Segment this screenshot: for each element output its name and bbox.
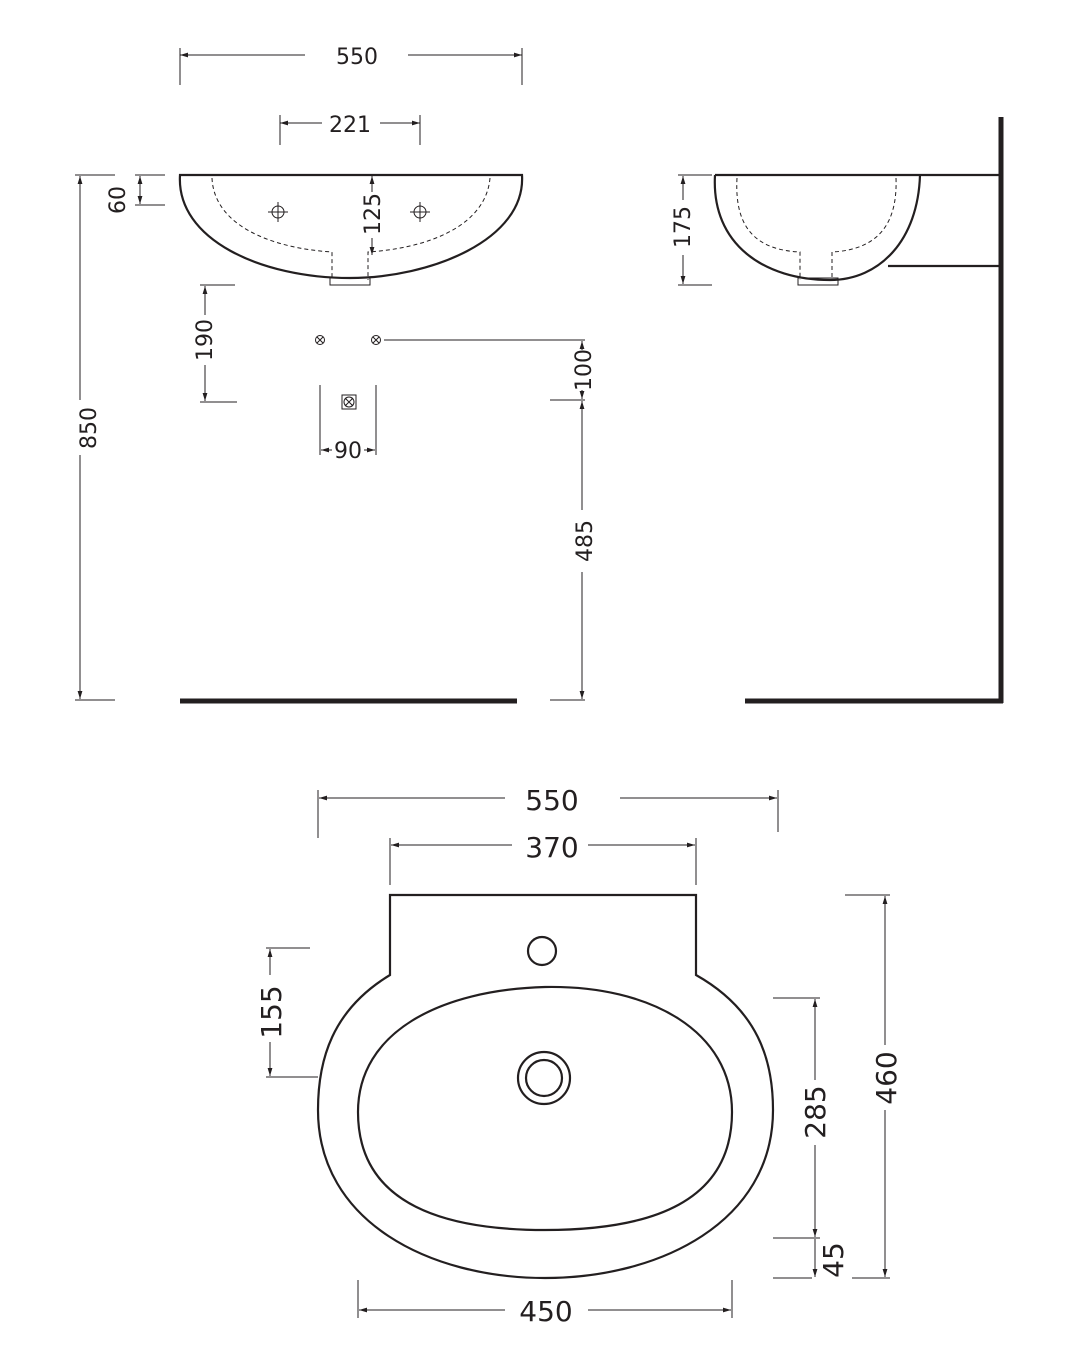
dim-waste-height: 485 [573, 520, 598, 562]
drain-icon [516, 1050, 572, 1106]
tap-marker-icon [268, 202, 430, 222]
dim-waste-width: 90 [334, 439, 362, 464]
dim-rim-height: 60 [106, 186, 131, 214]
wall-fixing-icon [315, 335, 381, 345]
bowl-plan-outline [356, 985, 734, 1232]
dim-tap-to-waste: 155 [255, 985, 288, 1038]
basin-side-inner-dashed [736, 177, 897, 280]
dim-plan-width: 550 [525, 784, 578, 817]
dim-bowl-depth: 285 [799, 1085, 832, 1138]
dim-installation-height: 850 [77, 407, 102, 449]
basin-front-outline [178, 173, 524, 280]
dim-front-rim: 45 [817, 1242, 850, 1278]
side-view: 175 [671, 117, 1004, 704]
dim-tap-spacing: 221 [329, 113, 371, 138]
basin-side-outline [713, 173, 1000, 282]
plan-view: 550 370 155 285 45 460 450 [255, 784, 903, 1328]
dim-front-width: 550 [336, 45, 378, 70]
dim-fixing-to-waste: 100 [572, 349, 597, 391]
waste-pipe-icon [341, 394, 357, 410]
front-view: 550 221 60 125 850 190 100 [75, 45, 598, 704]
dim-total-depth: 460 [870, 1051, 903, 1104]
wall-line [745, 117, 1004, 704]
waste-outlet [329, 277, 371, 286]
dim-side-depth: 175 [671, 206, 696, 248]
tap-hole-icon [526, 935, 558, 967]
dim-tap-depth: 125 [361, 193, 386, 235]
basin-front-inner-dashed [211, 177, 491, 280]
dim-fixing-offset: 190 [193, 319, 218, 361]
basin-plan-outline [316, 893, 775, 1280]
side-waste-outlet [797, 277, 839, 286]
dim-back-plate-width: 370 [525, 831, 578, 864]
dim-bowl-width: 450 [519, 1295, 572, 1328]
